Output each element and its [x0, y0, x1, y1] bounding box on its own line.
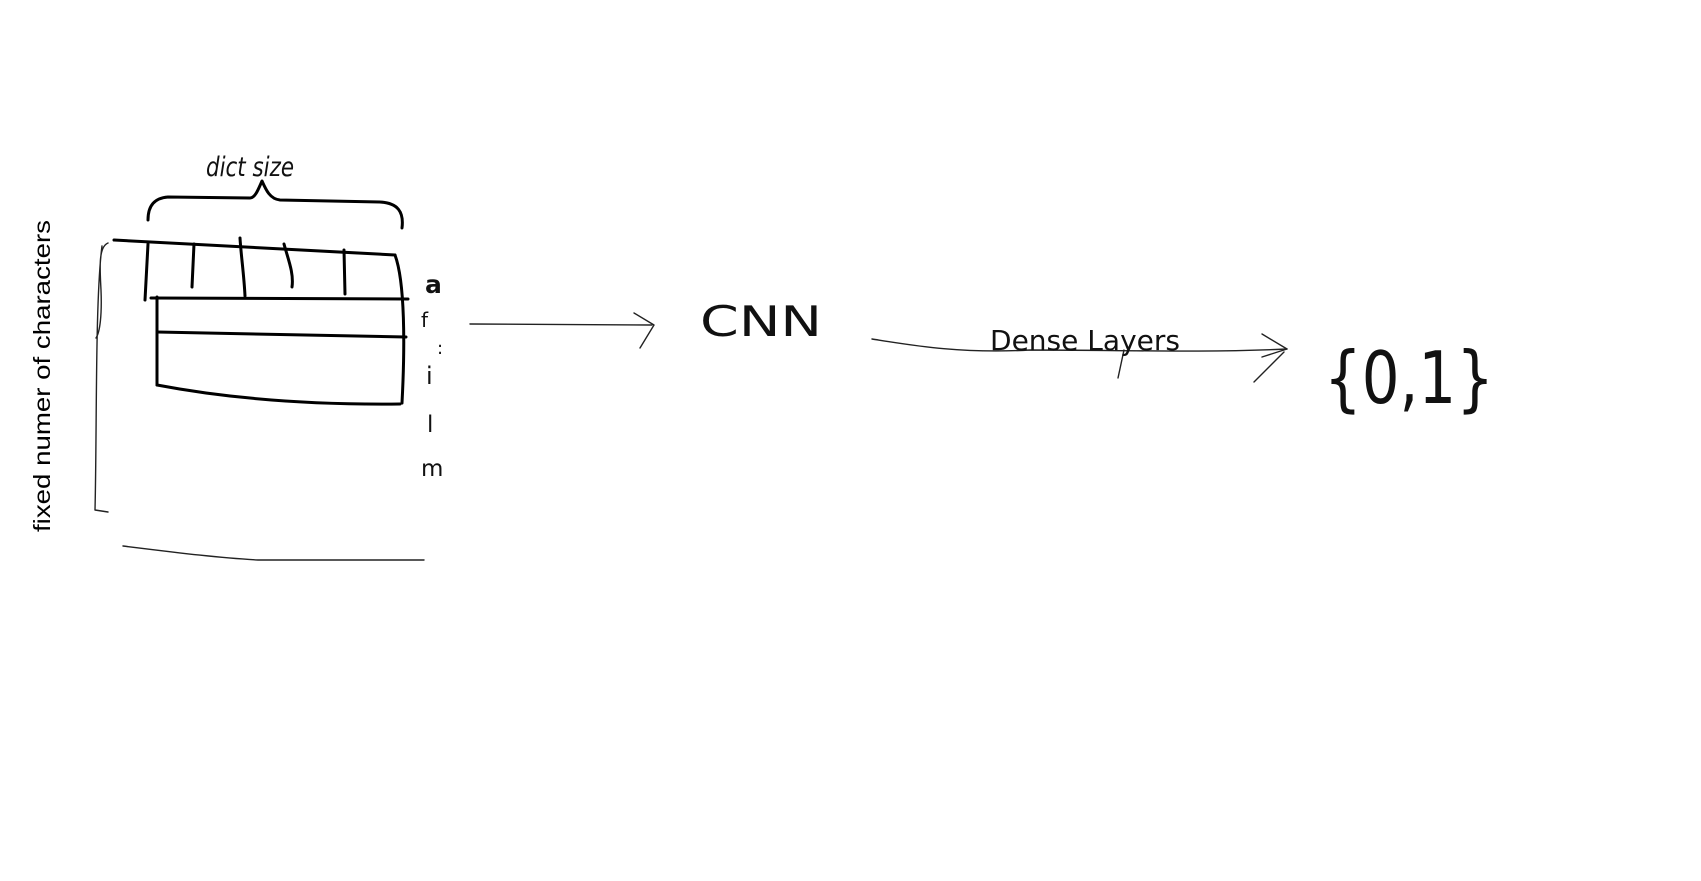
- matrix-column-line-4: [282, 242, 294, 289]
- sequence-bottom-line: [122, 545, 425, 561]
- matrix-row-line-2: [155, 330, 408, 339]
- matrix-row-line-1: [149, 296, 410, 301]
- matrix-right-border: [393, 253, 406, 405]
- dense-layers-label: Dense Layers: [990, 324, 1180, 357]
- matrix-column-line-5: [342, 248, 347, 296]
- character-a: a: [425, 270, 442, 299]
- character-colon: :: [437, 338, 443, 359]
- character-column: a f : i l m: [421, 270, 443, 482]
- matrix-column-line-3: [238, 236, 247, 298]
- dense-layer-arrow: [871, 333, 1288, 383]
- sequence-length-label: fixed numer of characters: [29, 220, 55, 532]
- character-m: m: [421, 456, 443, 482]
- matrix-column-line-1: [143, 242, 150, 302]
- binary-output: {0,1}: [1324, 336, 1494, 420]
- matrix-top-line: [112, 238, 397, 257]
- matrix-column-line-2: [190, 242, 196, 289]
- dict-size-label: dict size: [206, 152, 294, 183]
- character-f: f: [421, 308, 429, 332]
- dict-size-brace: [146, 179, 404, 230]
- character-l: l: [427, 412, 433, 438]
- sequence-bracket: [94, 242, 109, 513]
- arrow-to-cnn: [469, 312, 655, 349]
- matrix-bottom-border: [155, 383, 402, 406]
- cnn-label: CNN: [700, 297, 822, 346]
- embedding-matrix: [112, 236, 410, 406]
- character-i: i: [426, 362, 433, 390]
